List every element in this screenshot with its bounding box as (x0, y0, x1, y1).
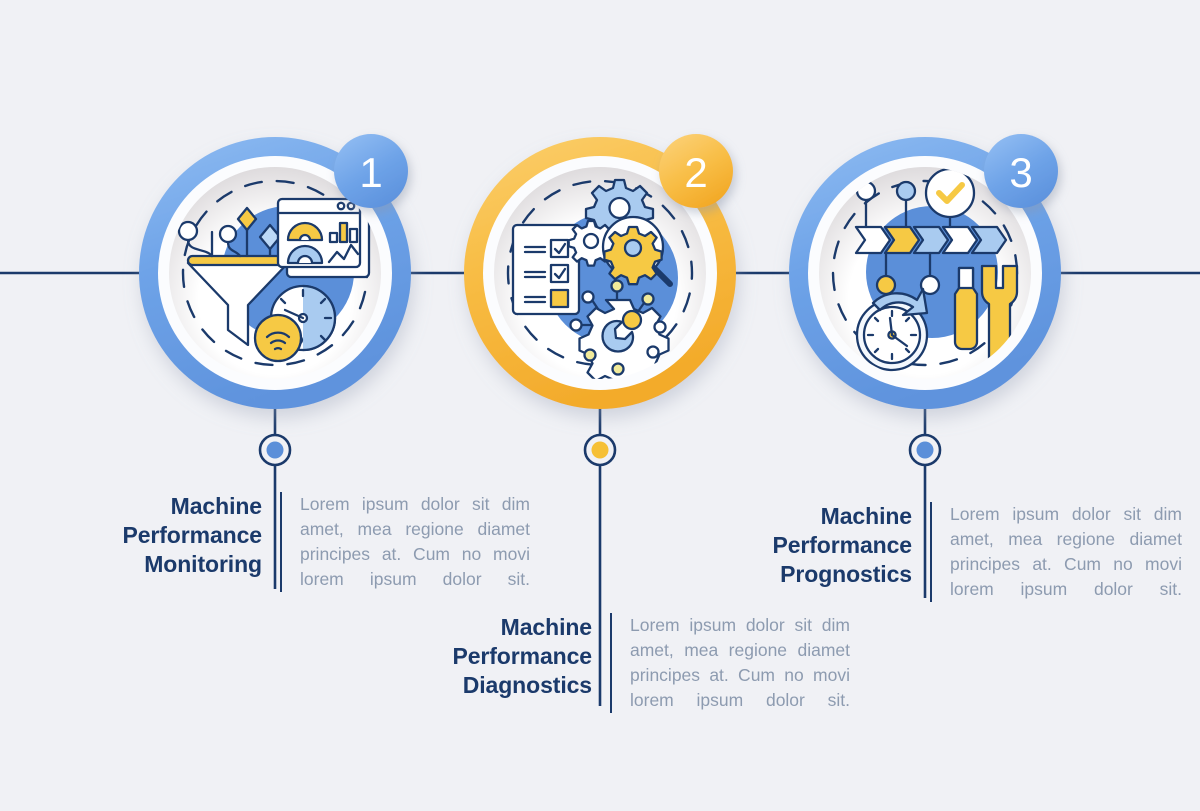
step-badge-1: 1 (334, 134, 408, 208)
badge-number-1: 1 (359, 149, 382, 196)
process-timeline-icon (854, 167, 1008, 296)
speedometer-icon (253, 284, 337, 363)
dashboard-window-icon (276, 197, 371, 279)
step-title-divider-1 (280, 492, 282, 592)
clock-refresh-icon (855, 287, 929, 372)
badge-number-3: 3 (1009, 149, 1032, 196)
step-body-1: Lorem ipsum dolor sit dim amet, mea regi… (300, 494, 530, 589)
step-body-3: Lorem ipsum dolor sit dim amet, mea regi… (950, 504, 1182, 599)
step-title-2: Machine Performance Diagnostics (452, 614, 592, 698)
step-title-divider-3 (930, 502, 932, 602)
step-title-divider-2 (610, 613, 612, 713)
step-title-3: Machine Performance Prognostics (772, 503, 912, 587)
step-text-block-1: Machine Performance Monitoring Lorem ips… (112, 492, 532, 592)
connector-dot-3[interactable] (908, 433, 942, 467)
step-circle-2[interactable]: 2 (464, 134, 736, 409)
connector-dot-1[interactable] (258, 433, 292, 467)
badge-number-2: 2 (684, 149, 707, 196)
funnel-icon (177, 206, 290, 347)
wrench-gear-network-icon (569, 279, 670, 379)
step-circle-1[interactable]: 1 (139, 134, 411, 409)
step-badge-2: 2 (659, 134, 733, 208)
step-text-block-3: Machine Performance Prognostics Lorem ip… (760, 502, 1185, 602)
step-circle-3[interactable]: 3 (789, 134, 1061, 409)
gears-magnifier-icon (567, 178, 673, 287)
step-badge-3: 3 (984, 134, 1058, 208)
step-text-block-2: Machine Performance Diagnostics Lorem ip… (420, 613, 852, 713)
step-title-1: Machine Performance Monitoring (122, 493, 262, 577)
step-body-2: Lorem ipsum dolor sit dim amet, mea regi… (630, 615, 850, 710)
connector-dot-2[interactable] (583, 433, 617, 467)
checklist-icon (511, 223, 581, 316)
